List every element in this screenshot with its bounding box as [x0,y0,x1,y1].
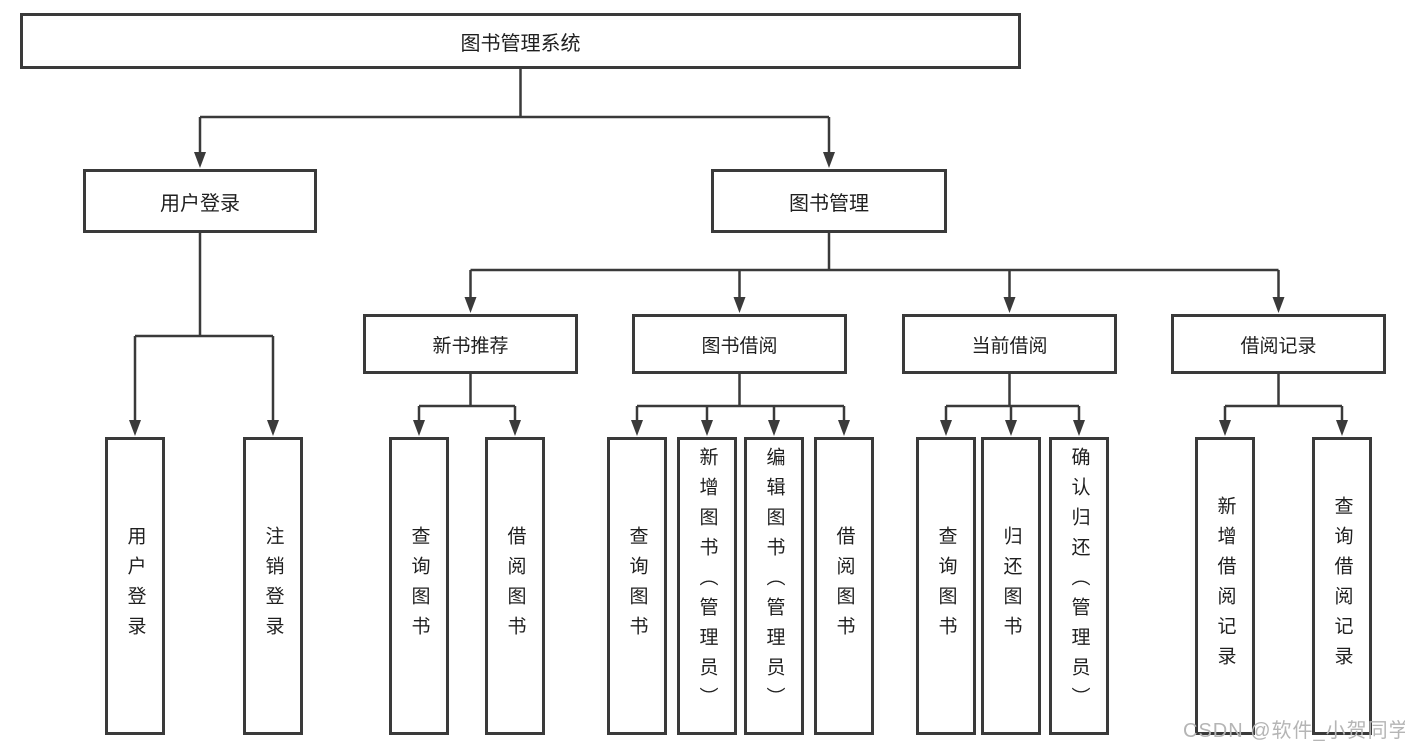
node-book-borrowing: 图书借阅 [632,314,847,374]
leaf-query-books-3: 查询图书 [916,437,976,735]
leaf-edit-books-admin: 编辑图书（管理员） [744,437,804,735]
node-book-management-label: 图书管理 [789,192,869,215]
leaf-add-books-admin-label: 新增图书（管理员） [696,447,718,717]
node-user-login-label: 用户登录 [160,192,240,215]
node-root-label: 图书管理系统 [460,32,581,55]
leaf-query-books-1: 查询图书 [389,437,449,735]
leaf-confirm-return-admin: 确认归还（管理员） [1049,437,1109,735]
leaf-return-books-label: 归还图书 [1000,526,1022,646]
leaf-query-books-1-label: 查询图书 [408,526,430,646]
leaf-logout-label: 注销登录 [262,526,284,646]
leaf-query-borrow-record-label: 查询借阅记录 [1331,496,1353,676]
leaf-query-books-2: 查询图书 [607,437,667,735]
node-current-borrowing-label: 当前借阅 [971,335,1048,357]
node-user-login: 用户登录 [83,169,317,233]
leaf-query-books-2-label: 查询图书 [626,526,648,646]
node-new-book-recommend: 新书推荐 [363,314,578,374]
leaf-user-login-label: 用户登录 [124,526,146,646]
leaf-logout: 注销登录 [243,437,303,735]
node-book-management: 图书管理 [711,169,947,233]
node-borrowing-records: 借阅记录 [1171,314,1386,374]
node-current-borrowing: 当前借阅 [902,314,1117,374]
leaf-return-books: 归还图书 [981,437,1041,735]
leaf-borrow-books-2-label: 借阅图书 [833,526,855,646]
leaf-add-books-admin: 新增图书（管理员） [677,437,737,735]
leaf-confirm-return-admin-label: 确认归还（管理员） [1068,447,1090,717]
leaf-add-borrow-record-label: 新增借阅记录 [1214,496,1236,676]
csdn-watermark: CSDN @软件_小贺同学 [1183,720,1405,742]
node-root: 图书管理系统 [20,13,1021,69]
leaf-query-books-3-label: 查询图书 [935,526,957,646]
leaf-query-borrow-record: 查询借阅记录 [1312,437,1372,735]
leaf-borrow-books-1-label: 借阅图书 [504,526,526,646]
leaf-user-login: 用户登录 [105,437,165,735]
leaf-borrow-books-1: 借阅图书 [485,437,545,735]
node-new-book-recommend-label: 新书推荐 [432,335,509,357]
leaf-add-borrow-record: 新增借阅记录 [1195,437,1255,735]
leaf-edit-books-admin-label: 编辑图书（管理员） [763,447,785,717]
leaf-borrow-books-2: 借阅图书 [814,437,874,735]
node-book-borrowing-label: 图书借阅 [701,335,778,357]
node-borrowing-records-label: 借阅记录 [1240,335,1317,357]
